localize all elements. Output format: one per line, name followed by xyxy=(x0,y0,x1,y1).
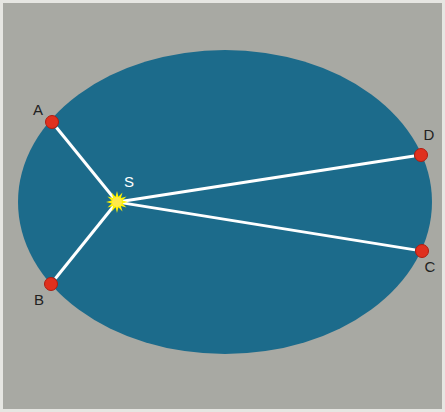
point-label: A xyxy=(33,102,43,118)
planet-dot xyxy=(416,245,429,258)
planet-dot xyxy=(414,148,428,162)
planet-position: C xyxy=(415,244,429,258)
planet-dot xyxy=(415,149,428,162)
planet-position: A xyxy=(45,115,59,129)
orbit-ellipse xyxy=(18,50,432,354)
point-label: B xyxy=(34,292,44,308)
point-label: D xyxy=(424,127,435,143)
planet-dot xyxy=(44,277,58,291)
point-label: S xyxy=(124,174,134,190)
radius-line xyxy=(56,127,113,197)
radius-line xyxy=(55,206,113,278)
planet-dot xyxy=(45,278,58,291)
planet-dot xyxy=(46,116,59,129)
radius-line xyxy=(122,156,414,201)
planet-position: D xyxy=(414,148,428,162)
planet-dot xyxy=(45,115,59,129)
point-label: C xyxy=(425,259,436,275)
sun-symbol xyxy=(106,191,128,213)
sun-rays xyxy=(106,191,128,213)
sun-core xyxy=(112,197,122,207)
planet-dot xyxy=(415,244,429,258)
sun-node: S xyxy=(106,191,128,213)
planet-position: B xyxy=(44,277,58,291)
radius-line xyxy=(122,203,415,250)
